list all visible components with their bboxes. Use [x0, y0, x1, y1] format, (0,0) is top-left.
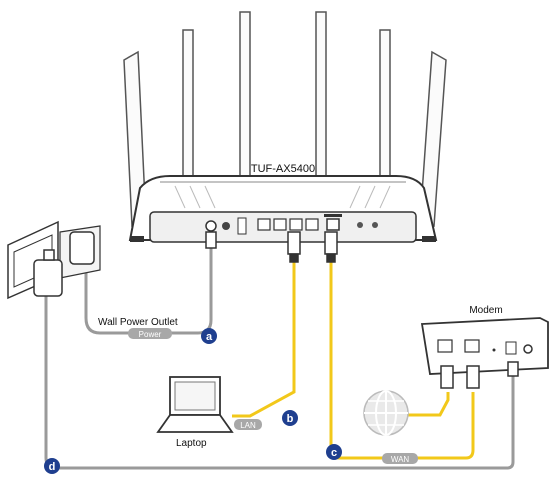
wall-power-outlet-label: Wall Power Outlet: [98, 317, 178, 328]
modem-label: Modem: [469, 305, 502, 316]
laptop: [158, 377, 232, 432]
lan-cable: [232, 262, 294, 416]
lan-tag-label: LAN: [240, 421, 256, 430]
marker-b-label: b: [287, 413, 294, 425]
marker-c: c: [326, 444, 342, 460]
marker-a-label: a: [206, 331, 213, 343]
marker-d: d: [44, 458, 60, 474]
internet-globe-icon: [364, 391, 408, 435]
marker-c-label: c: [331, 447, 337, 459]
marker-a: a: [201, 328, 217, 344]
marker-d-label: d: [49, 461, 56, 473]
marker-b: b: [282, 410, 298, 426]
lan-cable-tag: LAN: [234, 419, 262, 430]
power-tag-label: Power: [139, 330, 162, 339]
laptop-label: Laptop: [176, 438, 207, 449]
wan-cable-tag: WAN: [382, 453, 418, 464]
internet-cable: [408, 392, 448, 415]
power-cable-tag: Power: [128, 328, 172, 339]
router-body: [130, 176, 436, 242]
wan-tag-label: WAN: [391, 455, 410, 464]
router-model-label: TUF-AX5400: [251, 163, 315, 175]
